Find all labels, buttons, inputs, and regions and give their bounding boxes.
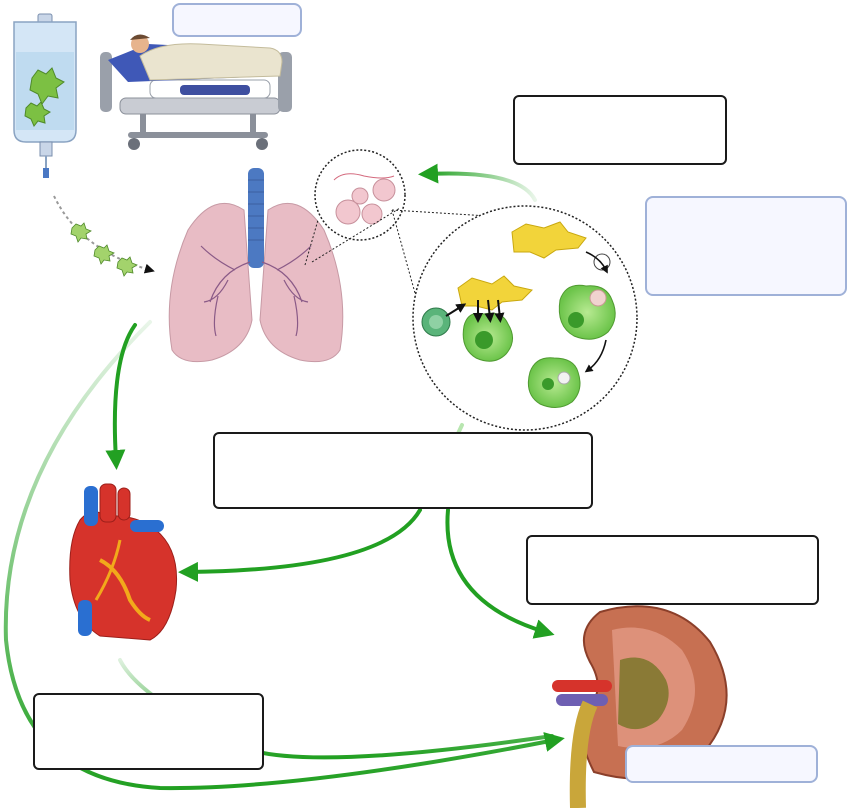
top-right-label-box [513,95,727,165]
heart-icon [69,483,178,641]
lungs-icon [168,168,344,363]
kidney-icon [552,605,728,808]
kidney-top-label-box [526,535,819,605]
cell-zoom-circle [412,205,638,431]
arrow-center-to-heart [178,508,422,582]
right-label-box [645,196,847,296]
bottom-right-label-box [625,745,818,783]
patient-icon [108,34,283,82]
arrow-cells-to-alveoli [418,163,537,202]
arrow-center-to-kidney [445,508,555,639]
bottom-left-label-box [33,693,264,770]
cell-icon [421,221,616,408]
center-label-box [213,432,593,509]
iv-flow-arrow [53,195,155,277]
iv-bag-icon [13,13,77,178]
alveoli-icon [304,149,521,341]
top-small-label-box [172,3,302,37]
arrow-lungs-to-heart [105,323,137,470]
